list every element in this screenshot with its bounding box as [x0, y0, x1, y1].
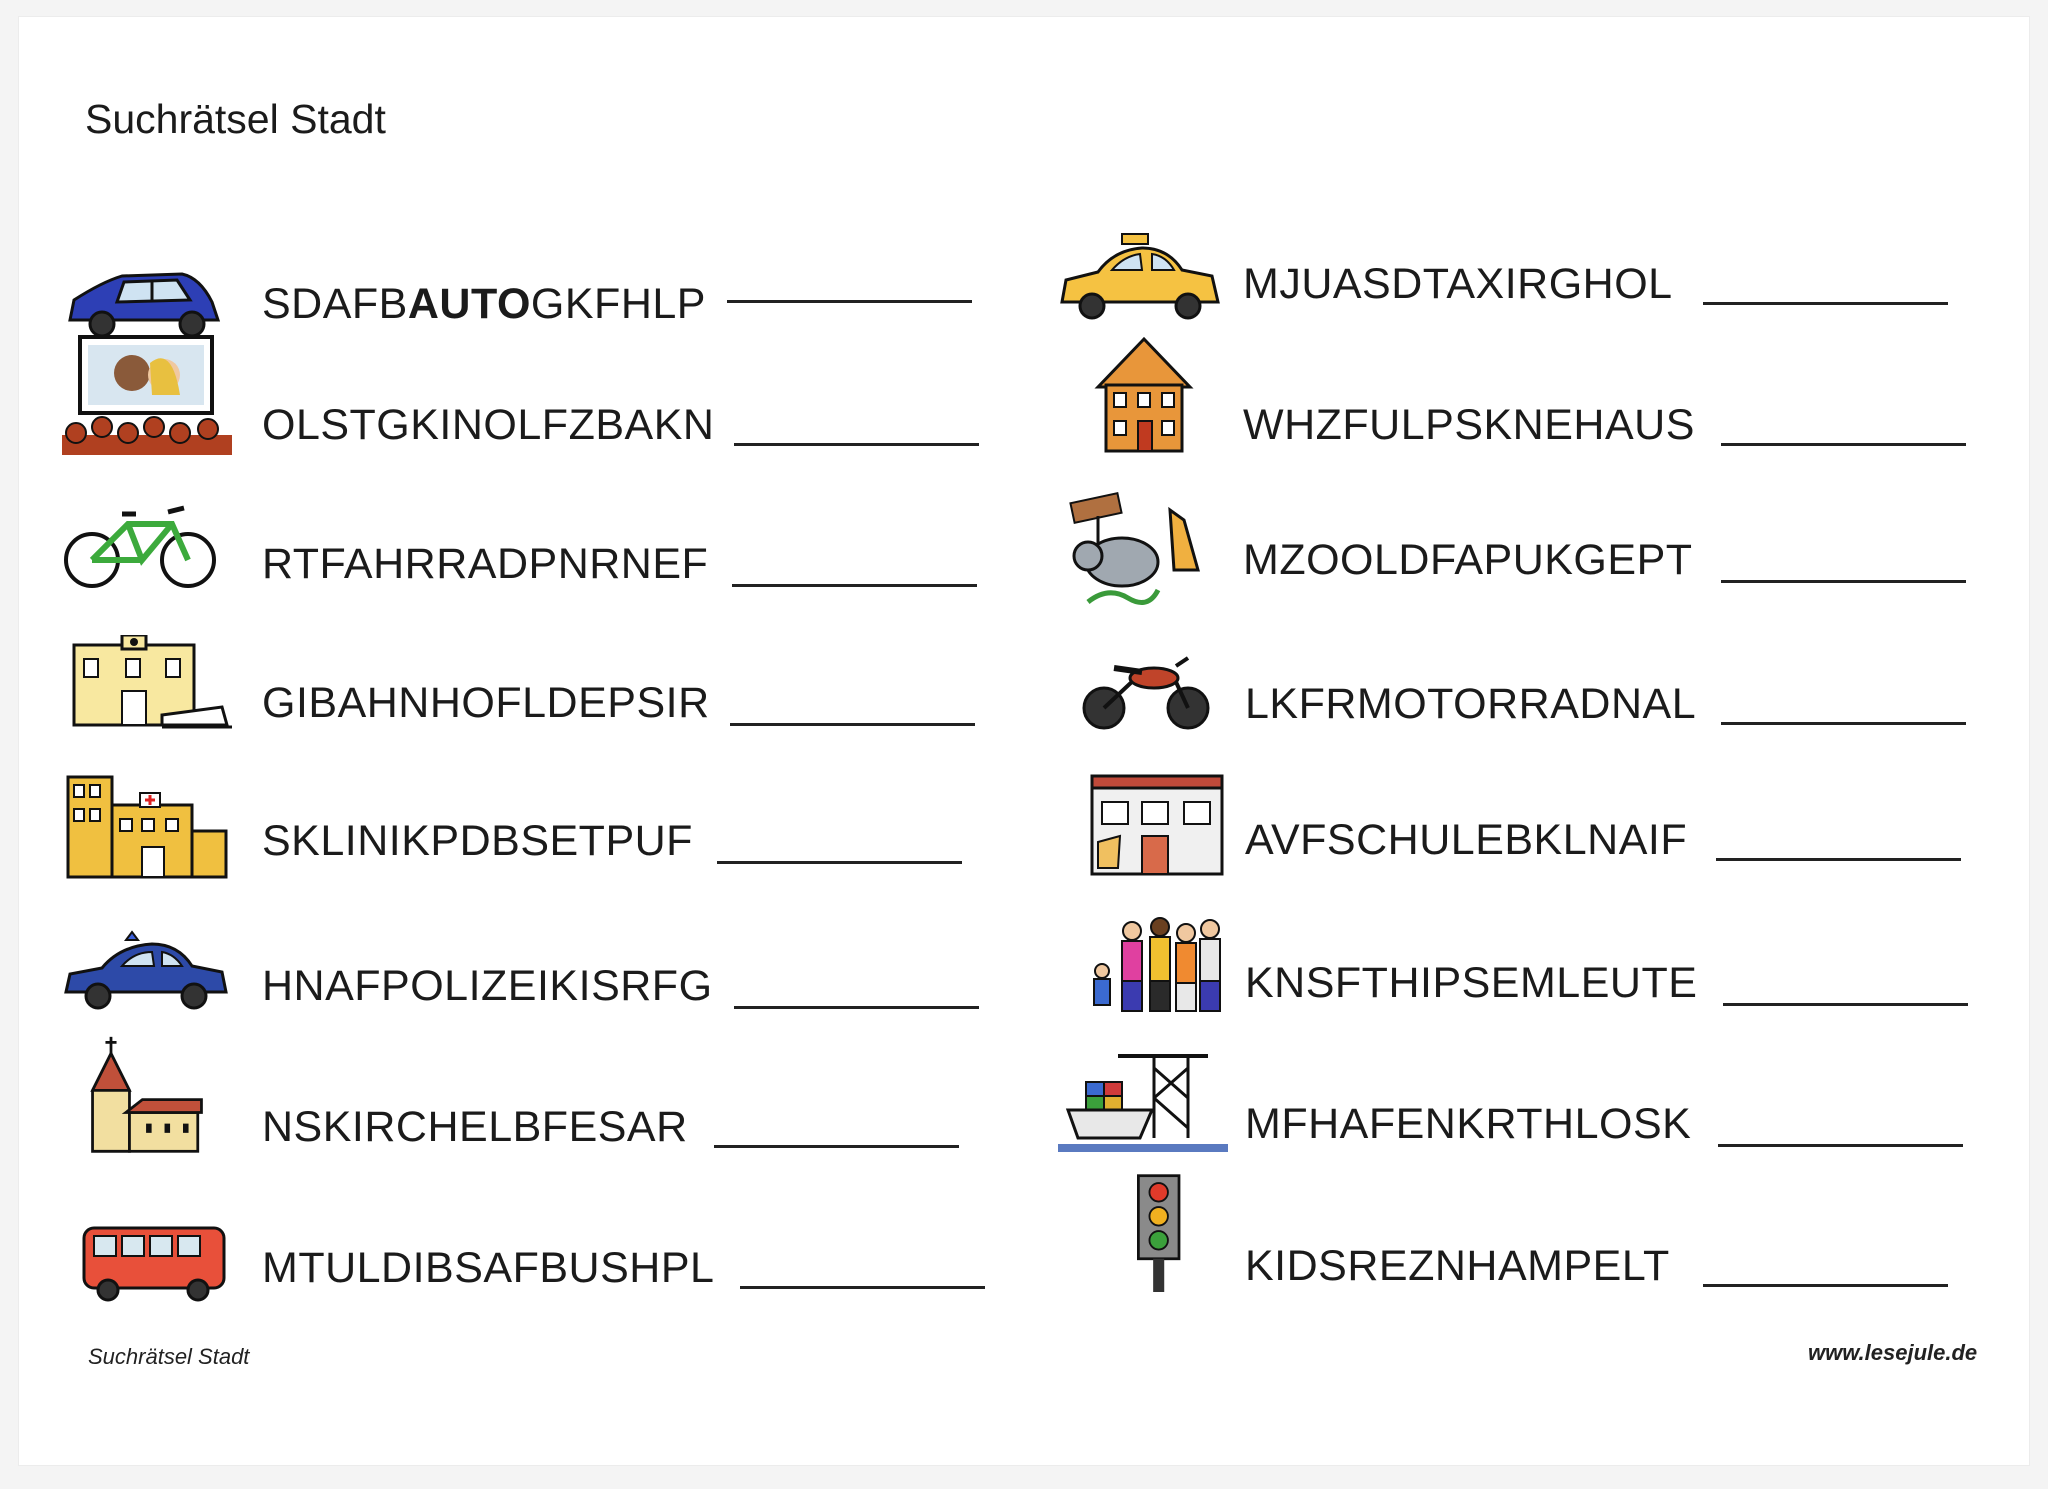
puzzle-text: NSKIRCHELBFESAR — [262, 1103, 688, 1151]
answer-line[interactable] — [1723, 1003, 1968, 1006]
answer-line[interactable] — [1703, 302, 1948, 305]
footer-title: Suchrätsel Stadt — [88, 1344, 250, 1369]
train-station-icon — [62, 635, 232, 755]
puzzle-item-taxi: MJUASDTAXIRGHOL — [1058, 230, 2018, 350]
puzzle-text: KNSFTHIPSEMLEUTE — [1245, 959, 1698, 1007]
puzzle-item-kino: OLSTGKINOLFZBAKN — [62, 335, 1022, 455]
puzzle-item-zoo: MZOOLDFAPUKGEPT — [1058, 490, 2018, 610]
puzzle-item-polizei: HNAFPOLIZEIKISRFG — [62, 922, 1022, 1042]
footer-website: www.lesejule.de — [1808, 1340, 1978, 1365]
puzzle-item-schule: AVFSCHULEBKLNAIF — [1058, 772, 2018, 892]
people-icon — [1058, 915, 1228, 1035]
answer-line[interactable] — [734, 443, 979, 446]
cinema-icon — [62, 335, 232, 455]
puzzle-item-motorrad: LKFRMOTORRADNAL — [1058, 638, 2018, 758]
puzzle-text: HNAFPOLIZEIKISRFG — [262, 962, 713, 1010]
traffic-light-icon — [1058, 1172, 1228, 1292]
answer-line[interactable] — [1721, 580, 1966, 583]
page-title: Suchrätsel Stadt — [85, 96, 386, 142]
answer-line[interactable] — [1703, 1284, 1948, 1287]
police-car-icon — [62, 922, 232, 1042]
answer-line[interactable] — [730, 723, 975, 726]
house-icon — [1058, 333, 1228, 453]
bicycle-icon — [62, 500, 232, 620]
zoo-icon — [1058, 490, 1228, 610]
answer-line[interactable] — [734, 1006, 979, 1009]
worksheet — [18, 16, 2030, 1466]
answer-line[interactable] — [1716, 858, 1961, 861]
puzzle-text: KIDSREZNHAMPELT — [1245, 1242, 1670, 1290]
puzzle-item-leute: KNSFTHIPSEMLEUTE — [1058, 915, 2018, 1035]
puzzle-item-fahrrad: RTFAHRRADPNRNEF — [62, 500, 1022, 620]
answer-line[interactable] — [727, 300, 972, 303]
answer-line[interactable] — [740, 1286, 985, 1289]
bus-icon — [62, 1222, 232, 1342]
answer-line[interactable] — [714, 1145, 959, 1148]
puzzle-item-bus: MTULDIBSAFBUSHPL — [62, 1222, 1022, 1342]
found-word: AUTO — [407, 280, 531, 328]
puzzle-text: OLSTGKINOLFZBAKN — [262, 401, 715, 449]
hospital-icon — [62, 775, 232, 895]
taxi-icon — [1058, 230, 1228, 350]
answer-line[interactable] — [732, 584, 977, 587]
puzzle-text: GIBAHNHOFLDEPSIR — [262, 679, 710, 727]
puzzle-item-kirche: NSKIRCHELBFESAR — [62, 1035, 1022, 1155]
puzzle-item-hafen: MFHAFENKRTHLOSK — [1058, 1048, 2018, 1168]
puzzle-text: MFHAFENKRTHLOSK — [1245, 1100, 1692, 1148]
puzzle-item-haus: WHZFULPSKNEHAUS — [1058, 333, 2018, 453]
puzzle-text: SKLINIKPDBSETPUF — [262, 817, 693, 865]
puzzle-text: SDAFB — [262, 280, 408, 328]
puzzle-item-bahnhof: GIBAHNHOFLDEPSIR — [62, 635, 1022, 755]
puzzle-text: WHZFULPSKNEHAUS — [1243, 401, 1695, 449]
puzzle-text: AVFSCHULEBKLNAIF — [1245, 816, 1688, 864]
harbor-icon — [1058, 1048, 1228, 1168]
answer-line[interactable] — [1718, 1144, 1963, 1147]
puzzle-text: LKFRMOTORRADNAL — [1245, 680, 1697, 728]
puzzle-text: MTULDIBSAFBUSHPL — [262, 1244, 715, 1292]
answer-line[interactable] — [1721, 443, 1966, 446]
puzzle-item-klinik: SKLINIKPDBSETPUF — [62, 775, 1022, 895]
puzzle-item-ampel: KIDSREZNHAMPELT — [1058, 1172, 2018, 1292]
answer-line[interactable] — [1721, 722, 1966, 725]
puzzle-text: MJUASDTAXIRGHOL — [1243, 260, 1673, 308]
answer-line[interactable] — [717, 861, 962, 864]
puzzle-item-auto: SDAFBAUTOGKFHLP — [62, 242, 1022, 362]
school-icon — [1058, 772, 1228, 892]
church-icon — [62, 1035, 232, 1155]
motorcycle-icon — [1058, 638, 1228, 758]
puzzle-text: RTFAHRRADPNRNEF — [262, 540, 709, 588]
puzzle-text: MZOOLDFAPUKGEPT — [1243, 536, 1693, 584]
